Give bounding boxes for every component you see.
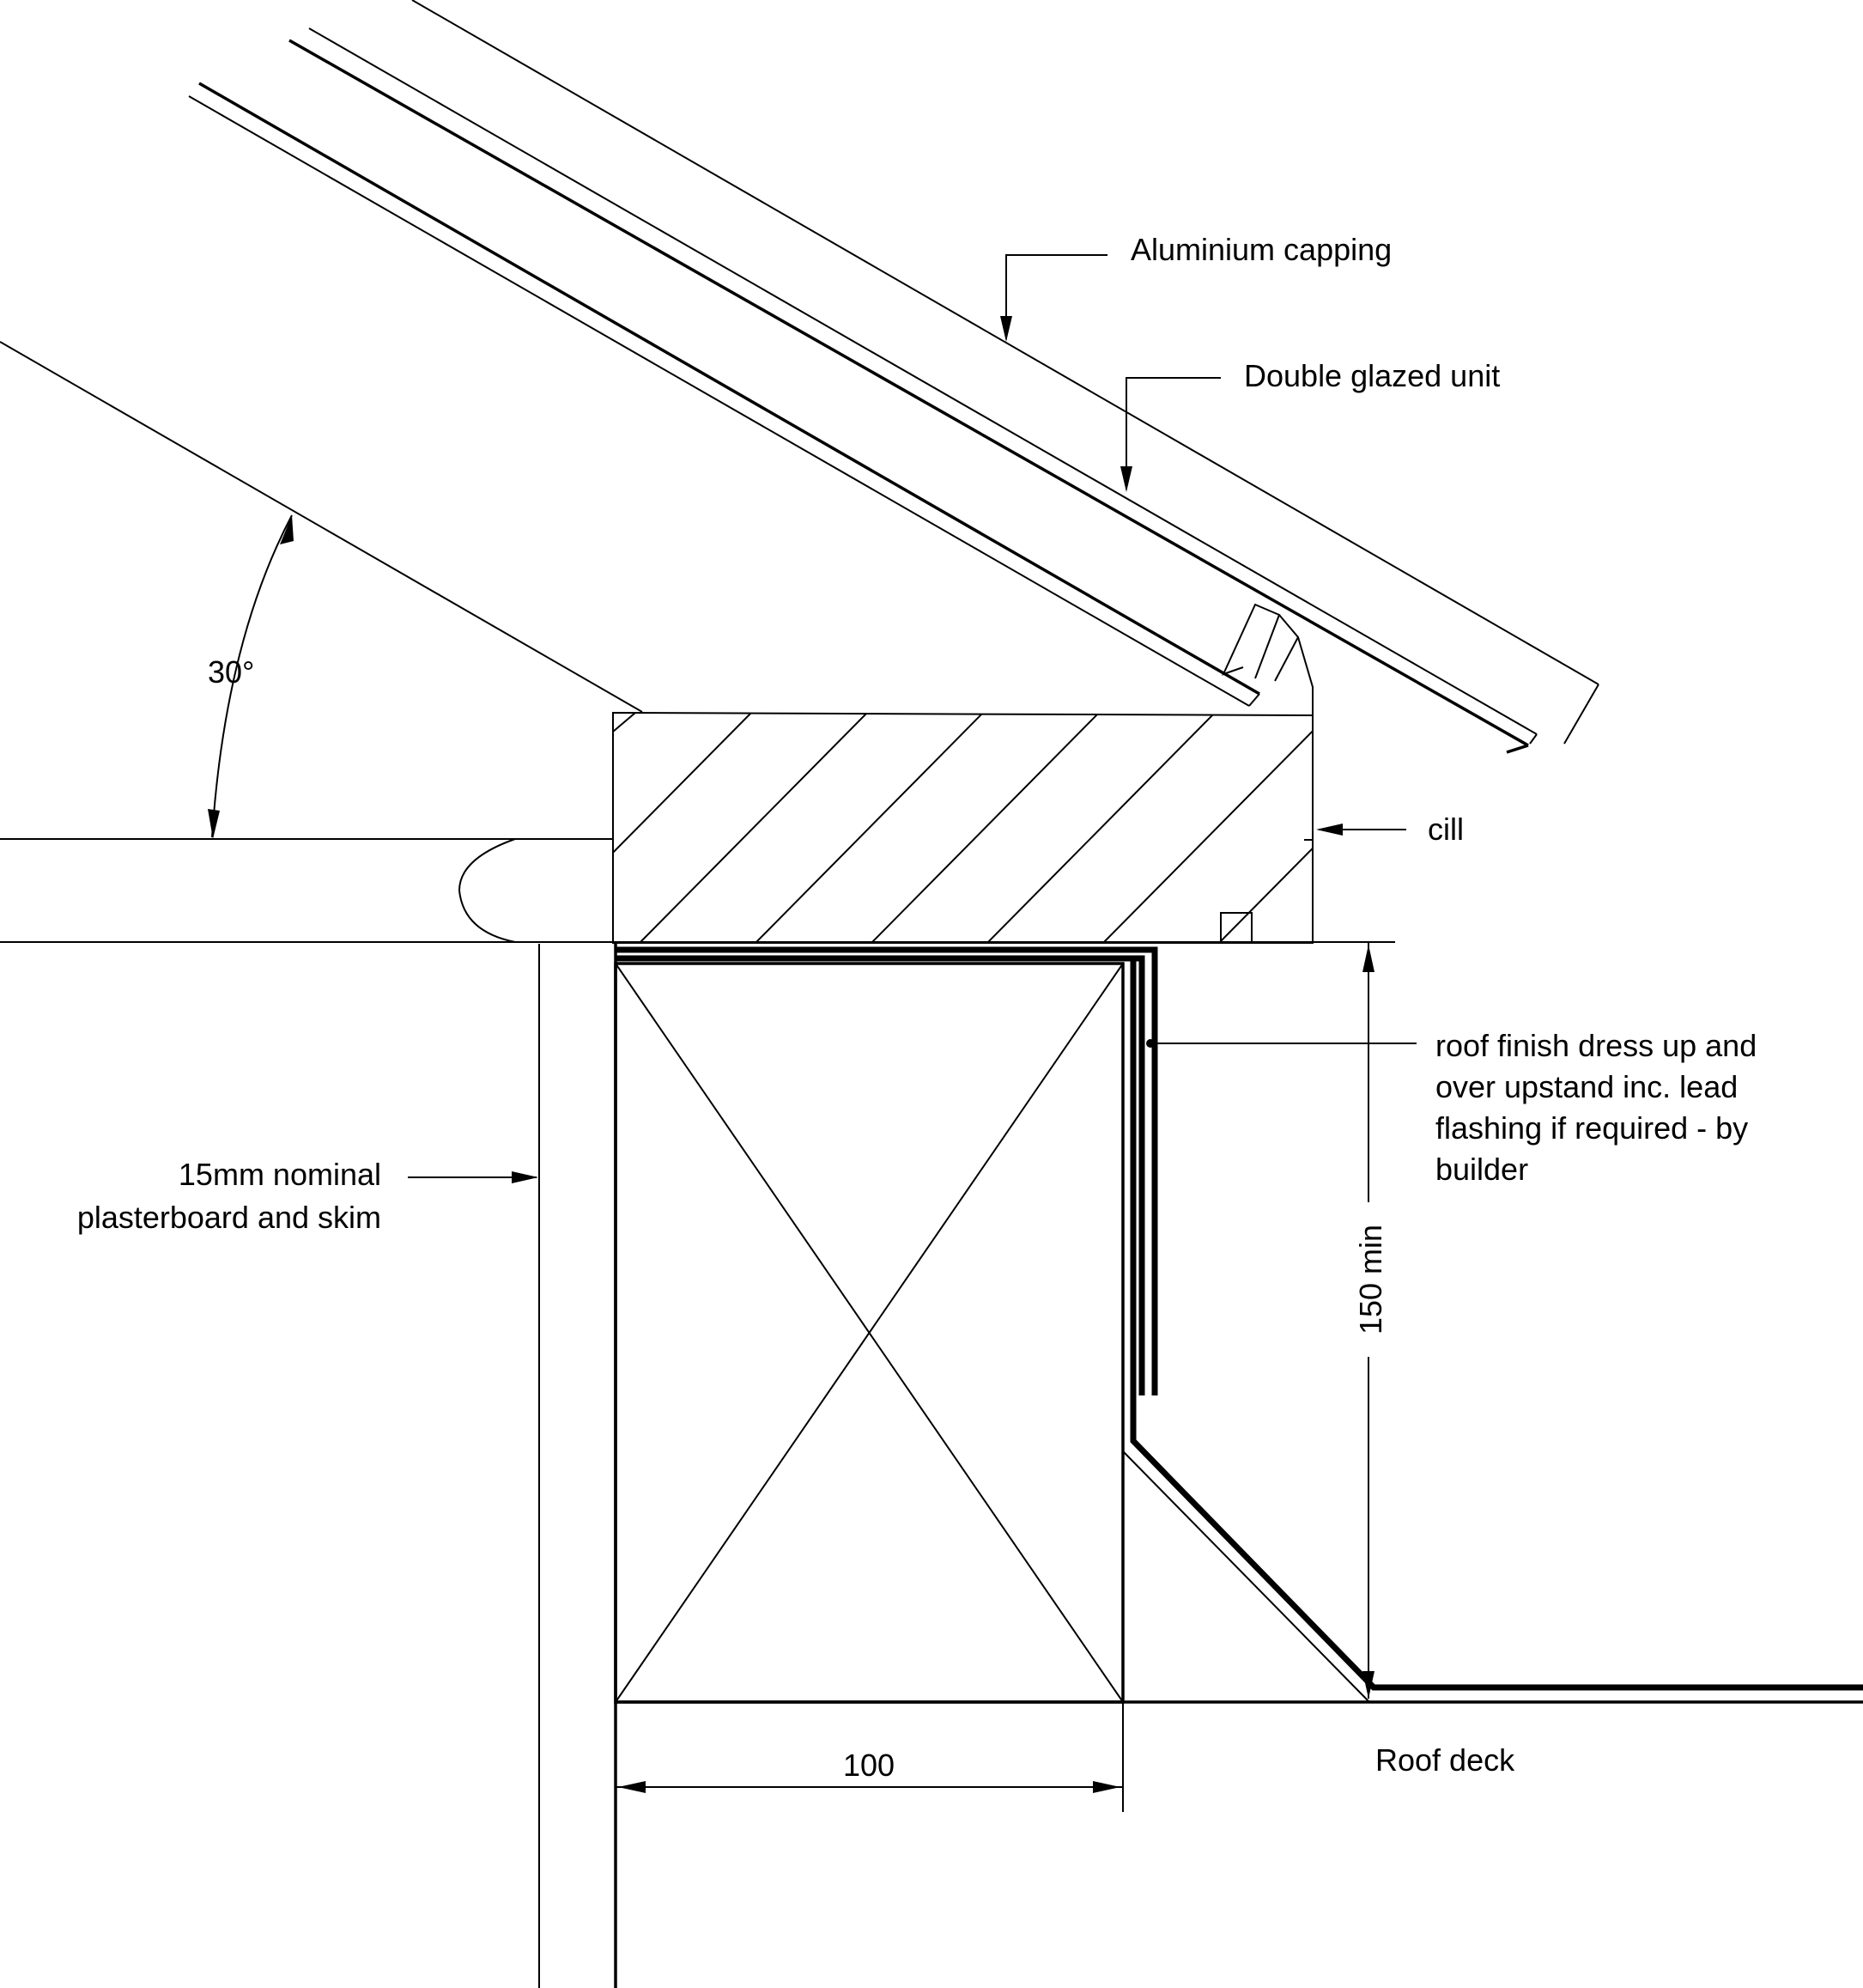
cill-leader: cill xyxy=(1316,812,1464,847)
roof-finish-label-line-1: roof finish dress up and xyxy=(1435,1028,1757,1063)
internal-sill-board xyxy=(0,838,1314,943)
upstand-height-dimension: 150 min xyxy=(1314,941,1395,1699)
roof-finish-leader: roof finish dress up and over upstand in… xyxy=(1146,1028,1757,1187)
roof-finish-membrane xyxy=(616,946,1863,1703)
plasterboard-label-line-2: plasterboard and skim xyxy=(77,1200,381,1235)
angle-reference-lines xyxy=(0,341,643,840)
cill-label: cill xyxy=(1428,812,1464,847)
aluminium-capping-label: Aluminium capping xyxy=(1131,232,1392,267)
roof-finish-label-line-2: over upstand inc. lead xyxy=(1435,1069,1738,1104)
glazing-frame-section xyxy=(188,82,1314,715)
double-glazed-unit-leader: Double glazed unit xyxy=(1120,358,1500,492)
upstand-width-label: 100 xyxy=(843,1748,895,1783)
upstand-width-dimension: 100 xyxy=(616,1702,1124,1812)
roof-finish-label-line-3: flashing if required - by xyxy=(1435,1110,1748,1146)
cill xyxy=(612,711,1314,944)
plasterboard-leader: 15mm nominal plasterboard and skim xyxy=(77,1157,538,1235)
angle-dimension-label: 30° xyxy=(208,654,254,690)
aluminium-capping-leader: Aluminium capping xyxy=(1000,232,1392,342)
aluminium-capping xyxy=(411,0,1599,745)
upstand-height-label: 150 min xyxy=(1353,1225,1388,1334)
angle-dimension: 30° xyxy=(208,514,294,839)
cill-hatching xyxy=(613,713,1313,943)
plasterboard-label-line-1: 15mm nominal xyxy=(179,1157,381,1192)
roof-finish-label-line-4: builder xyxy=(1435,1152,1528,1187)
double-glazed-unit-label: Double glazed unit xyxy=(1244,358,1500,393)
timber-upstand xyxy=(614,962,1125,1704)
roof-deck-label: Roof deck xyxy=(1375,1742,1515,1778)
double-glazed-unit xyxy=(288,27,1538,754)
plasterboard-lining xyxy=(538,944,617,1988)
